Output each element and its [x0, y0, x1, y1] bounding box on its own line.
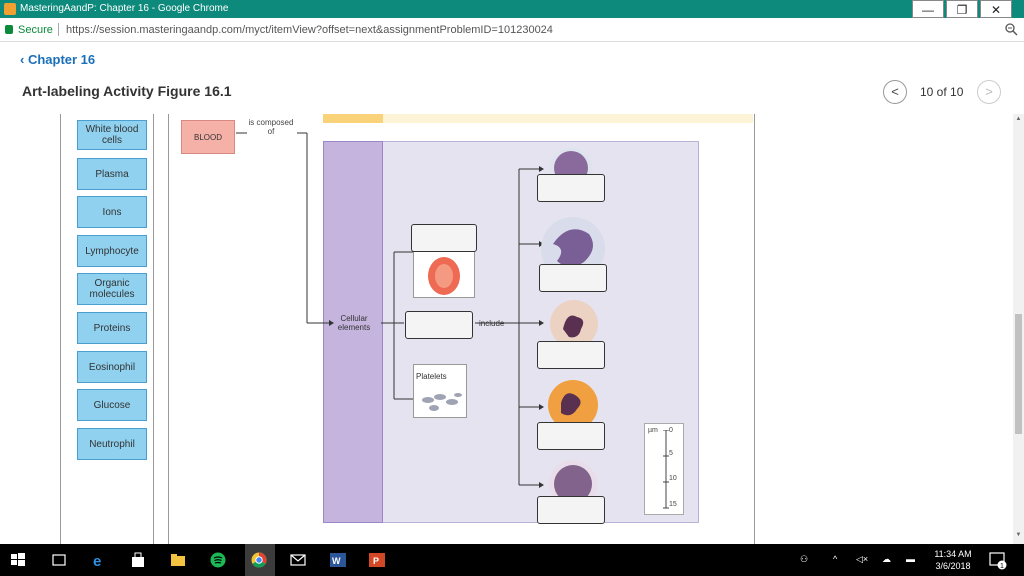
label-organic-molecules[interactable]: Organic molecules [77, 273, 147, 305]
label-eosinophil[interactable]: Eosinophil [77, 351, 147, 383]
task-view-icon[interactable] [51, 552, 67, 568]
scroll-thumb[interactable] [1015, 314, 1022, 434]
cellular-column [323, 141, 383, 523]
secure-label: Secure [18, 24, 53, 36]
cellular-elements-text: Cellular elements [337, 314, 371, 332]
lock-icon [5, 25, 13, 34]
include-text: include [479, 319, 505, 328]
chevron-left-icon: ‹ [20, 52, 28, 67]
drop-zone-7[interactable] [537, 496, 605, 524]
windows-start-icon[interactable] [10, 552, 26, 568]
label-lymphocyte[interactable]: Lymphocyte [77, 235, 147, 267]
drop-zone-6[interactable] [537, 422, 605, 450]
mastering-favicon-icon [4, 3, 16, 15]
window-title: MasteringAandP: Chapter 16 - Google Chro… [20, 3, 229, 14]
edge-icon[interactable]: e [92, 552, 108, 568]
close-button[interactable]: ✕ [980, 0, 1012, 18]
next-item-button[interactable]: > [977, 80, 1001, 104]
drop-zone-3[interactable] [537, 174, 605, 202]
svg-text:P: P [373, 556, 379, 566]
file-explorer-icon[interactable] [170, 552, 186, 568]
scroll-down-icon[interactable]: ▼ [1015, 532, 1022, 538]
scroll-up-icon[interactable]: ▲ [1015, 116, 1022, 122]
drop-zone-2[interactable] [405, 311, 473, 339]
chrome-icon[interactable] [251, 552, 267, 568]
mail-icon[interactable] [290, 552, 306, 568]
drop-zone-5[interactable] [537, 341, 605, 369]
volume-icon[interactable]: ◁× [856, 554, 869, 564]
notification-count: 1 [1000, 563, 1004, 570]
back-label: Chapter 16 [27, 52, 96, 67]
drop-zone-1[interactable] [411, 224, 477, 252]
word-icon[interactable]: W [330, 552, 346, 568]
people-icon[interactable]: ⚇ [800, 554, 809, 564]
blood-box: BLOOD [181, 120, 235, 154]
page-scrollbar[interactable]: ▲ ▼ [1013, 114, 1024, 544]
page-title: Art-labeling Activity Figure 16.1 [22, 83, 232, 99]
label-plasma[interactable]: Plasma [77, 158, 147, 190]
scale-bar: µm 0 5 10 15 [644, 423, 684, 515]
composed-of-text: is composed of [248, 118, 294, 136]
label-proteins[interactable]: Proteins [77, 312, 147, 344]
scale-unit: µm [648, 427, 658, 434]
chevron-up-icon[interactable]: ^ [833, 554, 838, 564]
spotify-icon[interactable] [210, 552, 226, 568]
url-text[interactable]: https://session.masteringaandp.com/myct/… [66, 24, 553, 36]
scale-line [663, 430, 669, 509]
restore-button[interactable]: ❐ [946, 0, 978, 18]
store-icon[interactable] [130, 552, 146, 568]
drop-zone-4[interactable] [539, 264, 607, 292]
scale-tick-15: 15 [669, 501, 677, 508]
clock-time: 11:34 AM [934, 549, 972, 559]
eosinophil-image [548, 380, 598, 430]
plasma-band [323, 114, 753, 123]
scale-tick-10: 10 [669, 475, 677, 482]
minimize-button[interactable]: — [912, 0, 944, 18]
windows-taskbar: e W P ⚇ ^ ◁× ☁ ▬ 11:34 AM 3/6/2018 1 [0, 544, 1024, 576]
plasma-band-accent [323, 114, 383, 123]
platelets-icon [422, 393, 462, 411]
label-white-blood-cells[interactable]: White blood cells [77, 120, 147, 150]
back-to-chapter-link[interactable]: ‹ Chapter 16 [20, 52, 95, 67]
notifications-icon[interactable]: 1 [989, 552, 1007, 570]
figure-canvas: BLOOD is composed of Cellular elements [168, 114, 755, 544]
address-bar[interactable]: Secure https://session.masteringaandp.co… [0, 18, 1024, 42]
platelets-card [413, 364, 467, 418]
neutrophil-image [550, 300, 598, 348]
connector-lines [236, 132, 544, 488]
label-glucose[interactable]: Glucose [77, 389, 147, 421]
window-titlebar: MasteringAandP: Chapter 16 - Google Chro… [0, 0, 1024, 18]
scale-tick-5: 5 [669, 450, 673, 457]
label-bank: White blood cells Plasma Ions Lymphocyte… [60, 114, 154, 544]
zoom-icon[interactable] [1005, 23, 1018, 36]
red-blood-cell-icon [428, 257, 460, 295]
scale-tick-0: 0 [669, 427, 673, 434]
platelets-label: Platelets [416, 372, 447, 381]
clock-date: 3/6/2018 [935, 561, 971, 571]
clock[interactable]: 11:34 AM 3/6/2018 [928, 548, 978, 572]
svg-text:W: W [332, 556, 341, 566]
address-separator [58, 23, 59, 36]
label-ions[interactable]: Ions [77, 196, 147, 228]
battery-icon[interactable]: ▬ [906, 554, 915, 564]
label-neutrophil[interactable]: Neutrophil [77, 428, 147, 460]
powerpoint-icon[interactable]: P [369, 552, 385, 568]
pager-text: 10 of 10 [920, 85, 964, 99]
onedrive-icon[interactable]: ☁ [882, 554, 891, 564]
svg-text:e: e [93, 553, 101, 568]
previous-item-button[interactable]: < [883, 80, 907, 104]
